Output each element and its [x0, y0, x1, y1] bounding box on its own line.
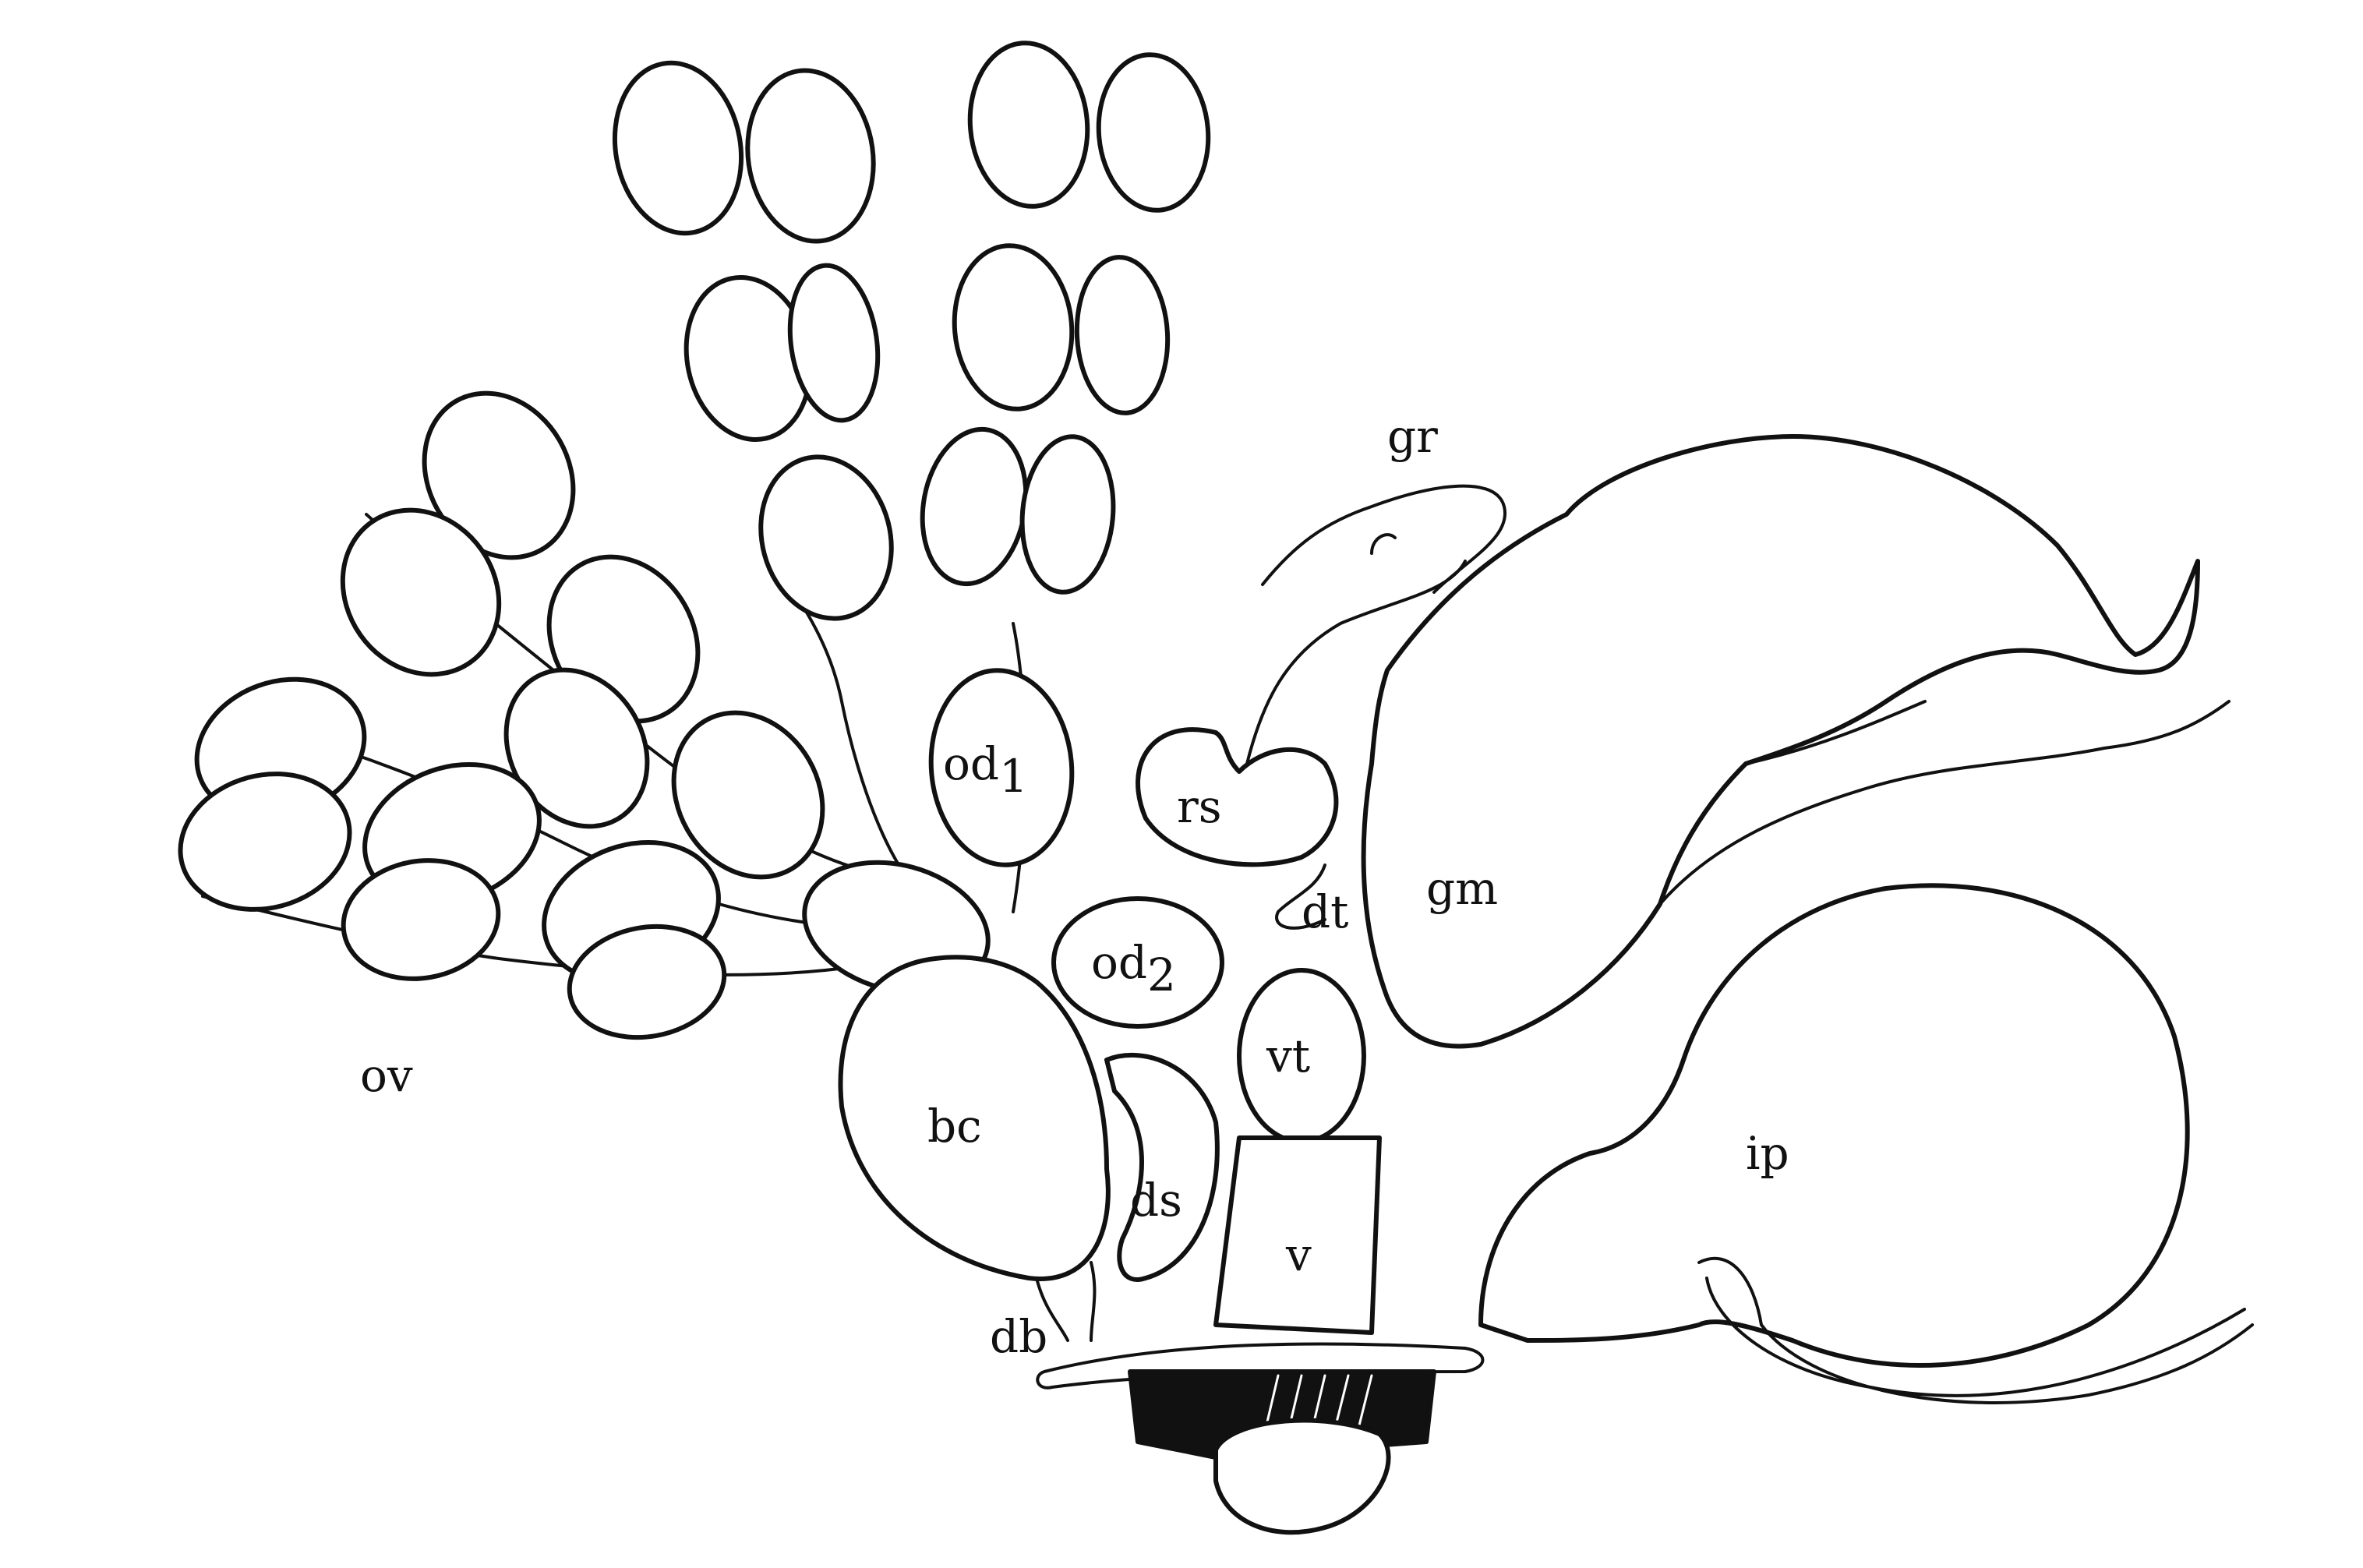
duct-dt [1275, 863, 1326, 930]
label-vt: vt [1266, 1029, 1310, 1082]
ductus-bursae [1035, 1261, 1097, 1342]
intromittent-pouch [1478, 883, 2190, 1368]
label-dt: dt [1302, 885, 1348, 938]
ovariole-egg-chambers [178, 41, 1211, 1040]
intromittent-tube [1697, 1256, 2254, 1404]
egg-chamber [952, 243, 1075, 411]
egg-chamber [1096, 52, 1211, 213]
bursa-copulatrix [838, 955, 1111, 1281]
egg-chamber [612, 60, 744, 236]
terminal-hatching [1261, 1374, 1373, 1443]
egg-chamber [787, 263, 881, 423]
label-od1: od1 [943, 737, 1028, 803]
oviduct-1 [928, 668, 1075, 867]
label-ov: ov [360, 1049, 413, 1102]
gland-reservoir [1261, 484, 1507, 594]
egg-chamber [967, 41, 1090, 209]
oviduct-2 [1051, 896, 1224, 1029]
label-od2: od2 [1091, 936, 1176, 1001]
gland-mass [1361, 434, 2200, 1049]
ductus-seminalis [1104, 1052, 1220, 1282]
gland-mass-ducts [1658, 700, 2231, 906]
egg-chamber [1074, 255, 1171, 415]
label-rs: rs [1177, 780, 1222, 833]
label-ip: ip [1746, 1127, 1789, 1180]
egg-chamber [1019, 434, 1116, 595]
egg-chamber [340, 507, 502, 677]
label-gm: gm [1426, 862, 1498, 915]
vagina [1213, 1135, 1382, 1335]
label-ds: ds [1130, 1174, 1182, 1227]
egg-chamber [920, 426, 1029, 587]
genital-plate [1036, 1342, 1485, 1390]
label-db: db [990, 1310, 1047, 1363]
egg-chamber [671, 710, 825, 880]
label-gr: gr [1387, 410, 1438, 463]
egg-chamber [758, 454, 894, 621]
egg-chamber [178, 772, 352, 912]
egg-chamber [745, 68, 876, 244]
label-bc: bc [927, 1100, 982, 1153]
cercus-bristle-pad [1213, 1418, 1391, 1535]
spermathecal-duct [1245, 560, 1467, 765]
egg-chamber [567, 923, 727, 1040]
label-v: v [1285, 1228, 1312, 1281]
receptaculum-seminis [1136, 727, 1339, 867]
egg-chamber [422, 390, 576, 560]
egg-chamber [341, 858, 501, 981]
labels: ov od1 od2 rs gr gm dt vt bc ds v db ip [360, 410, 1789, 1363]
